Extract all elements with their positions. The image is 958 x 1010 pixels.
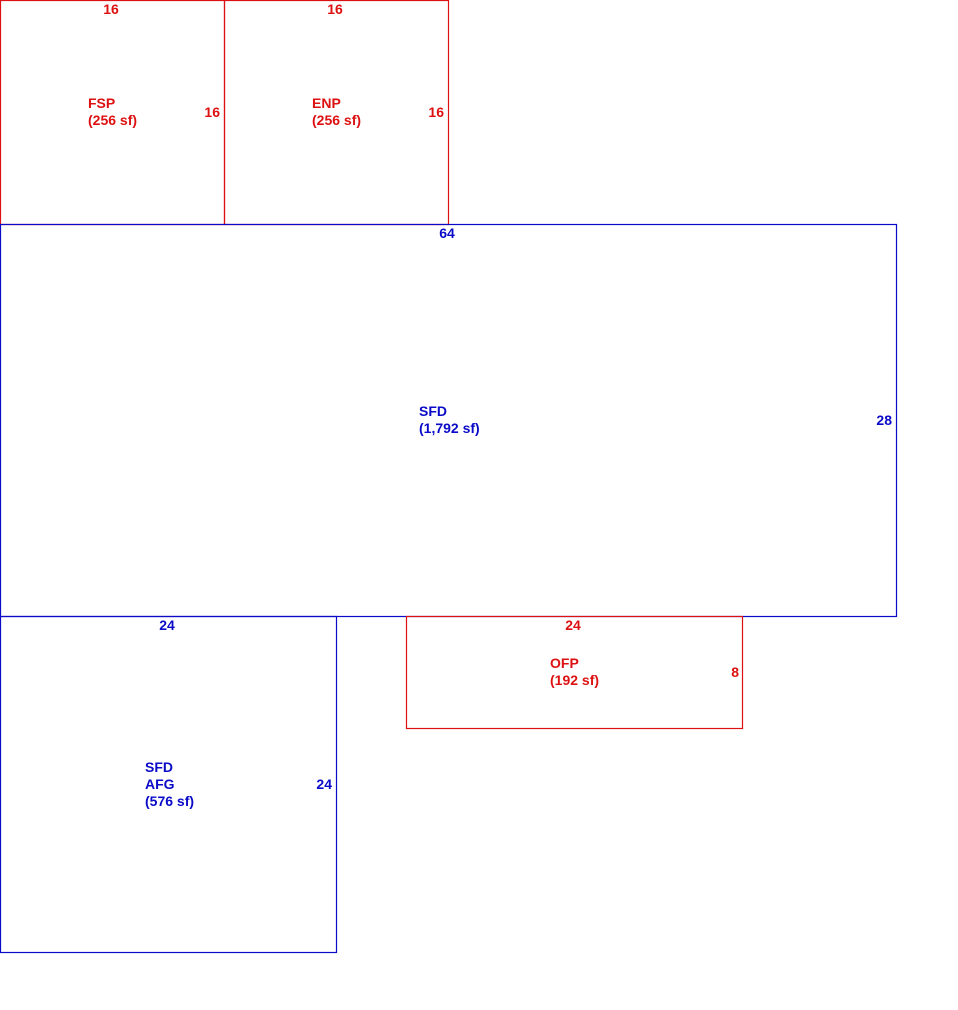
area-enp: 16 16 ENP (256 sf)	[223, 0, 450, 226]
area-sfd-main: 64 28 SFD (1,792 sf)	[0, 223, 898, 618]
area-sfd-afg-area: (576 sf)	[145, 793, 194, 809]
area-enp-side-dimension: 16	[428, 104, 444, 120]
area-ofp-area: (192 sf)	[550, 672, 599, 688]
area-sfd-afg: 24 24 SFD AFG (576 sf)	[0, 615, 338, 954]
area-ofp: 24 8 OFP (192 sf)	[405, 615, 744, 730]
area-enp-area: (256 sf)	[312, 112, 361, 128]
area-sfd-afg-outline	[0, 615, 338, 954]
area-fsp-top-dimension: 16	[103, 1, 119, 17]
area-enp-code: ENP	[312, 95, 341, 111]
area-ofp-outline	[405, 615, 744, 730]
area-sfd-afg-top-dimension: 24	[159, 617, 175, 633]
area-ofp-code: OFP	[550, 655, 579, 671]
area-ofp-top-dimension: 24	[565, 617, 581, 633]
area-sfd-main-side-dimension: 28	[876, 412, 892, 428]
area-sfd-afg-code2: AFG	[145, 776, 175, 792]
area-sfd-main-code: SFD	[419, 403, 447, 419]
area-sfd-afg-side-dimension: 24	[316, 776, 332, 792]
area-fsp-area: (256 sf)	[88, 112, 137, 128]
area-sfd-afg-code: SFD	[145, 759, 173, 775]
area-fsp: 16 16 FSP (256 sf)	[0, 0, 226, 226]
area-sfd-main-top-dimension: 64	[439, 225, 455, 241]
area-ofp-side-dimension: 8	[731, 664, 739, 680]
area-fsp-side-dimension: 16	[204, 104, 220, 120]
area-fsp-code: FSP	[88, 95, 115, 111]
area-sfd-main-area: (1,792 sf)	[419, 420, 480, 436]
area-enp-top-dimension: 16	[327, 1, 343, 17]
